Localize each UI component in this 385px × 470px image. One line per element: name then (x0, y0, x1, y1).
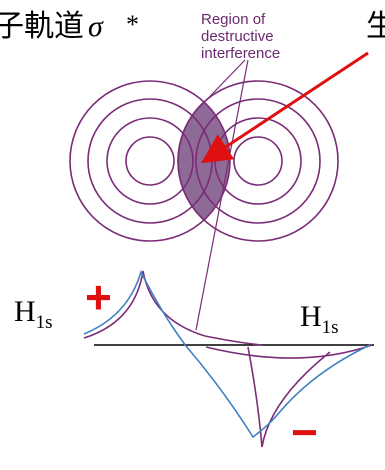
right-fragment-char: 生 (366, 10, 385, 43)
right-atom-subscript: 1s (322, 317, 339, 338)
left-atom-symbol: H (14, 295, 36, 328)
right-atom-label: H1s (300, 300, 339, 338)
right-ring-1 (234, 137, 282, 185)
left-atom-subscript: 1s (36, 312, 53, 333)
region-label-line2: destructive (201, 28, 274, 45)
minus-sign: − (291, 406, 318, 458)
left-ring-1 (126, 137, 174, 185)
red-arrow (206, 53, 368, 160)
title-sigma: σ (88, 10, 104, 43)
region-label-line3: interference (201, 45, 280, 62)
callout-line-1 (193, 60, 245, 114)
right-atom-symbol: H (300, 300, 322, 333)
title-star: * (126, 10, 139, 39)
region-callout: Region of destructive interference (201, 11, 280, 62)
plus-sign: + (85, 271, 112, 323)
title-prefix: 子軌道 (0, 10, 84, 43)
purple-curve (84, 271, 372, 447)
region-label-line1: Region of (201, 11, 266, 28)
left-atom-label: H1s (14, 295, 53, 333)
